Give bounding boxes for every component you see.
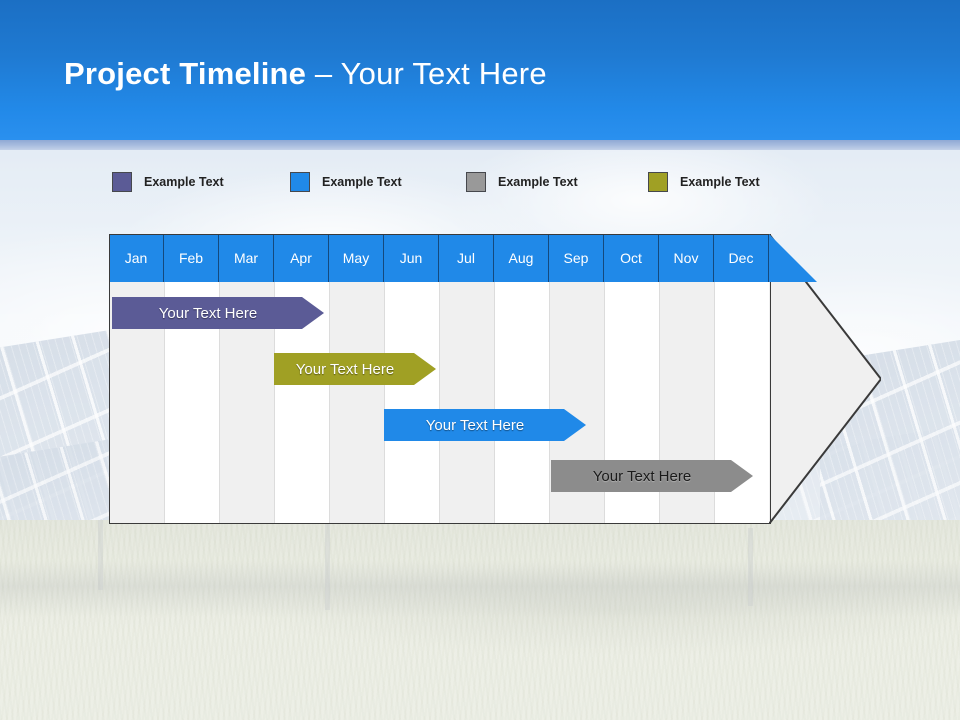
legend-item[interactable]: Example Text [466,170,578,194]
column-divider [659,234,660,524]
column-divider [714,234,715,524]
column-divider [604,234,605,524]
column-divider [219,234,220,524]
page-title-separator: – [306,56,341,91]
task-bar-label: Your Text Here [425,416,525,434]
month-header-oct[interactable]: Oct [604,234,659,282]
task-bar-label: Your Text Here [592,467,692,485]
legend-item[interactable]: Example Text [290,170,402,194]
page-title: Project Timeline – Your Text Here [64,56,547,92]
legend-item-label: Example Text [680,175,760,189]
legend-item-label: Example Text [322,175,402,189]
task-bar-label: Your Text Here [158,304,258,322]
column-divider [494,234,495,524]
month-header-may[interactable]: May [329,234,384,282]
month-column [164,234,219,524]
month-header-mar[interactable]: Mar [219,234,274,282]
legend-item[interactable]: Example Text [112,170,224,194]
column-divider [164,234,165,524]
title-banner-underline [0,140,960,150]
legend-color-swatch [112,172,132,192]
legend-item[interactable]: Example Text [648,170,760,194]
task-bar[interactable]: Your Text Here [551,460,753,492]
month-column [109,234,164,524]
page-title-strong: Project Timeline [64,56,307,91]
month-header-feb[interactable]: Feb [164,234,219,282]
page-title-light: Your Text Here [340,56,547,91]
task-bar-label: Your Text Here [295,360,395,378]
month-header-jan[interactable]: Jan [109,234,164,282]
month-header-aug[interactable]: Aug [494,234,549,282]
month-header-dec[interactable]: Dec [714,234,769,282]
task-bar[interactable]: Your Text Here [384,409,586,441]
legend-color-swatch [648,172,668,192]
month-column [219,234,274,524]
legend-color-swatch [290,172,310,192]
task-bar[interactable]: Your Text Here [112,297,324,329]
month-header-sep[interactable]: Sep [549,234,604,282]
legend: Example Text Example Text Example Text Exam… [0,170,960,194]
title-banner [0,0,960,140]
month-header-jul[interactable]: Jul [439,234,494,282]
column-divider [439,234,440,524]
month-header-nov[interactable]: Nov [659,234,714,282]
task-bar[interactable]: Your Text Here [274,353,436,385]
month-column [439,234,494,524]
legend-item-label: Example Text [498,175,578,189]
column-divider [549,234,550,524]
legend-item-label: Example Text [144,175,224,189]
month-header-apr[interactable]: Apr [274,234,329,282]
legend-color-swatch [466,172,486,192]
month-column [494,234,549,524]
month-header-jun[interactable]: Jun [384,234,439,282]
